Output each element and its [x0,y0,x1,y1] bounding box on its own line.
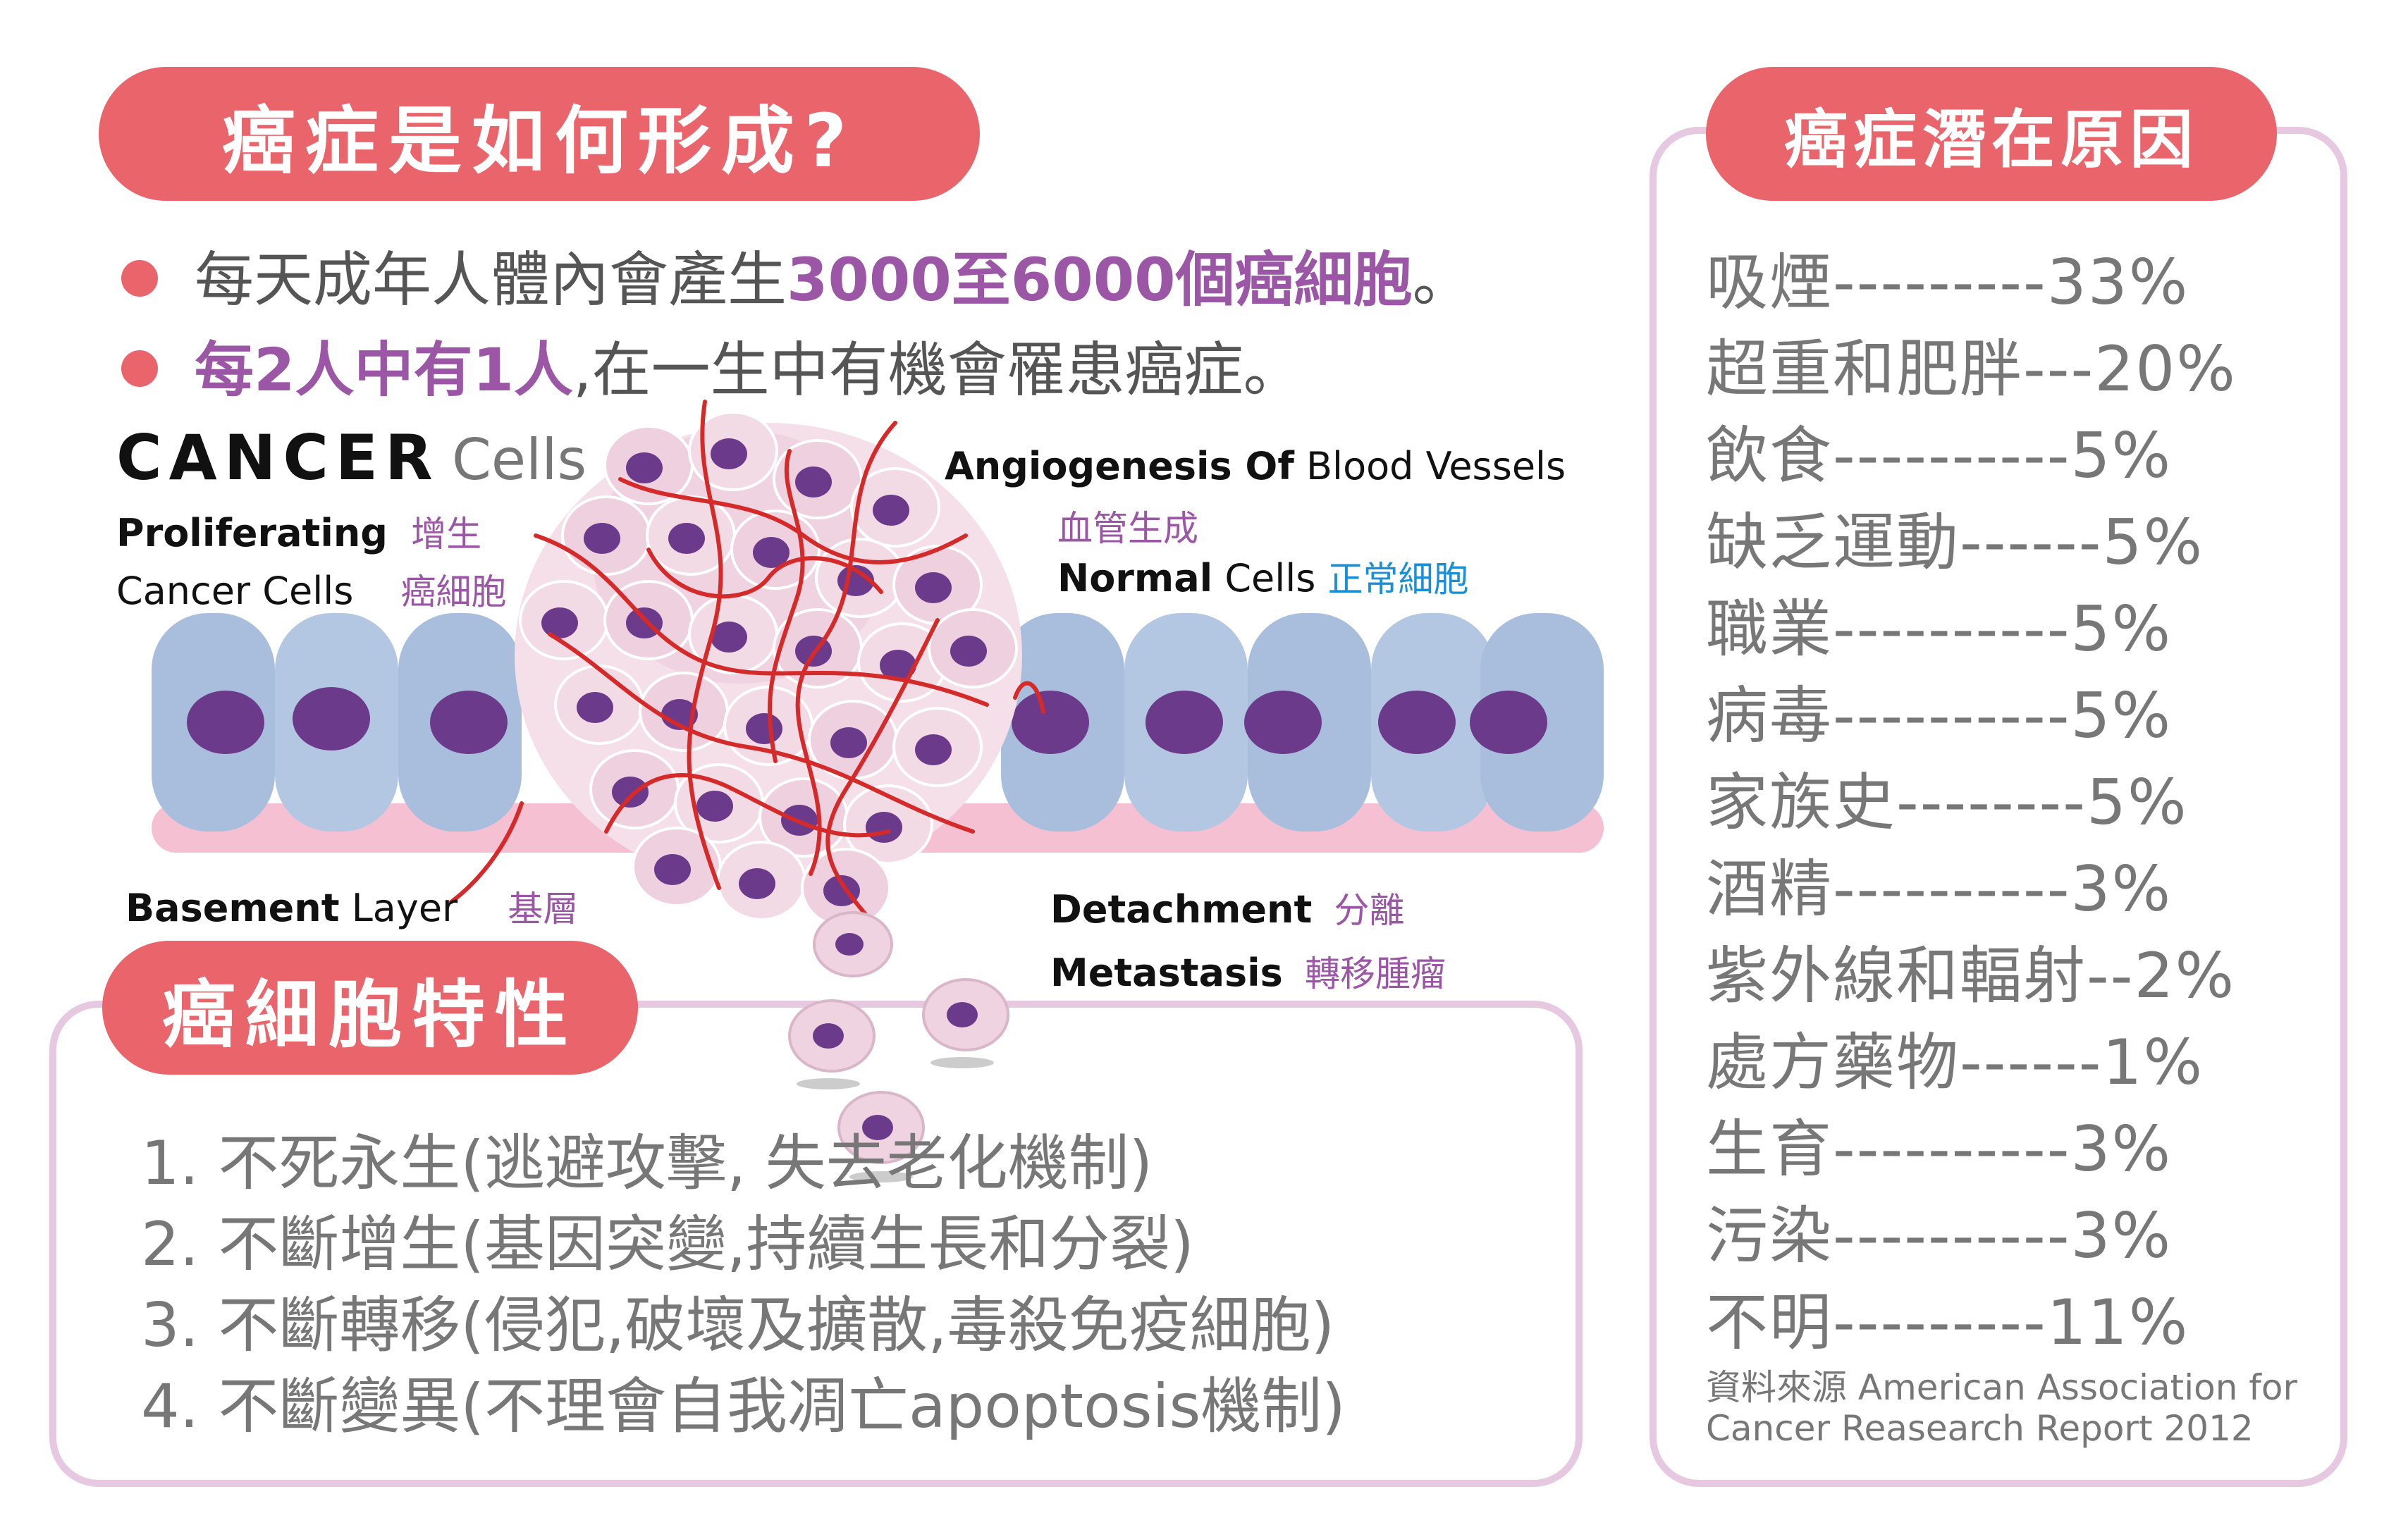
tumor-cell-nucleus [866,812,902,843]
label-metastasis: Metastasis 轉移腫瘤 [1050,951,1446,995]
trait-item-2: 2. 不斷增生(基因突變,持續生長和分裂) [141,1209,1194,1280]
label-cancer-cells-title: CANCER Cells [116,421,587,494]
source-citation: 資料來源 American Association for Cancer Rea… [1706,1367,2298,1449]
tumor-cell-nucleus [626,452,663,483]
label-proliferating: Proliferating 增生 [116,511,482,555]
tumor-cell-nucleus [584,523,620,554]
cause-item: 病毒----------5% [1706,679,2173,752]
cause-item: 處方藥物------1% [1706,1026,2204,1099]
cause-item: 職業----------5% [1706,593,2173,665]
formation-title: 癌症是如何形成? [99,67,980,201]
cause-item: 酒精----------3% [1706,853,2173,925]
formation-line-2: 每2人中有1人,在一生中有機會罹患癌症。 [121,323,1303,408]
trait-item-4: 4. 不斷變異(不理會自我凋亡apoptosis機制) [141,1371,1346,1442]
formation-line-1: 每天成年人體內會產生3000至6000個癌細胞。 [121,233,1472,318]
bullet-dot-icon [121,350,158,388]
blood-vessels [449,400,1045,918]
causes-box [1650,127,2347,1487]
label-angiogenesis-zh: 血管生成 [1057,508,1198,549]
causes-title: 癌症潛在原因 [1706,67,2277,201]
label-detachment: Detachment 分離 [1050,887,1405,932]
tumor-cell-nucleus [753,537,790,568]
tumor-cell-nucleus [654,854,691,885]
tumor-cell-nucleus [915,734,952,765]
tumor-cell-nucleus [612,777,649,808]
tumor-cell-nucleus [746,713,782,744]
cause-item: 紫外線和輻射--2% [1706,939,2236,1012]
cause-item: 家族史--------5% [1706,766,2188,839]
tumor-cell-nucleus [577,692,613,723]
label-basement: Basement Layer 基層 [125,886,579,930]
normal-cells-right [1001,613,1604,832]
tumor-cell-nucleus [830,727,867,758]
tumor-cell-nucleus [880,650,916,681]
cause-item: 不明---------11% [1706,1286,2189,1359]
tumor-cell-nucleus [696,791,733,822]
cause-item: 飲食----------5% [1706,419,2173,492]
tumor-cell-nucleus [541,607,578,638]
cause-item: 污染----------3% [1706,1199,2173,1272]
detached-cells [788,911,1009,1182]
traits-title: 癌細胞特性 [102,941,638,1075]
tumor-cell-nucleus [711,622,747,653]
cause-item: 缺乏運動------5% [1706,506,2204,579]
tumor-cell-nucleus [873,495,909,526]
bullet-dot-icon [121,260,158,297]
cause-item: 吸煙---------33% [1706,246,2189,319]
tumor-cell-nucleus [950,636,987,667]
label-normal-cells: Normal Cells 正常細胞 [1057,556,1469,600]
cause-item: 超重和肥胖---20% [1706,333,2237,405]
label-angiogenesis: Angiogenesis Of Blood Vessels [945,444,1566,488]
tumor-cell-nucleus [668,523,705,554]
tumor-cell-nucleus [739,868,775,899]
tumor-cell-nucleus [711,438,747,469]
tumor-cell-nucleus [795,467,832,498]
label-cancer-cells: Cancer Cells 癌細胞 [116,569,507,613]
trait-item-3: 3. 不斷轉移(侵犯,破壞及擴散,毒殺免疫細胞) [141,1290,1335,1361]
trait-item-1: 1. 不死永生(逃避攻擊, 失去老化機制) [141,1128,1153,1199]
traits-box [49,1001,1583,1487]
normal-cells-left [152,613,522,832]
cause-item: 生育----------3% [1706,1113,2173,1185]
tumor-cell-nucleus [915,572,952,603]
